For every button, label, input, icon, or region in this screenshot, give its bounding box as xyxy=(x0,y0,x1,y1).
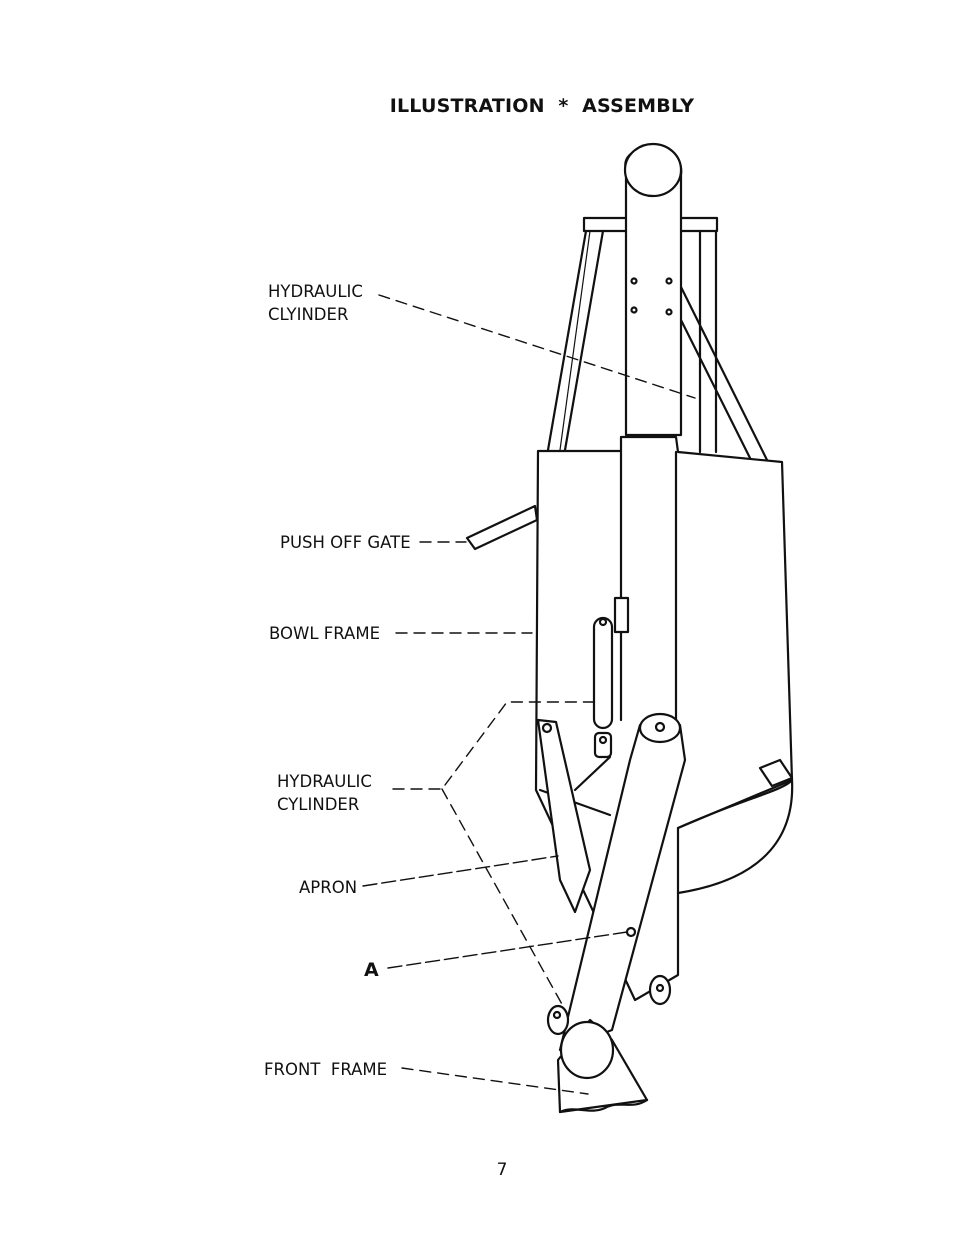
label-front-frame: FRONT FRAME xyxy=(264,1060,388,1079)
page-title: ILLUSTRATION * ASSEMBLY xyxy=(389,95,695,117)
label-push-off-gate: PUSH OFF GATE xyxy=(280,533,411,552)
leader-point-a xyxy=(387,931,628,969)
leader-hydraulic-cylinder-top xyxy=(378,294,696,399)
label-line-1: HYDRAULIC xyxy=(268,282,363,301)
label-line-2: CYLINDER xyxy=(277,795,360,814)
leader-front-frame xyxy=(401,1067,589,1095)
label-hydraulic-cylinder-mid: HYDRAULIC CYLINDER xyxy=(277,770,372,816)
label-apron: APRON xyxy=(299,878,358,897)
label-line-2: CLYINDER xyxy=(268,305,349,324)
leader-lines xyxy=(378,294,696,1095)
label-bowl-frame: BOWL FRAME xyxy=(269,624,381,643)
bowl-cylinder xyxy=(573,596,630,792)
label-point-a: A xyxy=(364,959,379,981)
push-off-gate xyxy=(465,504,539,551)
leader-hydraulic-cylinder-mid-lower xyxy=(441,788,569,1016)
main-beam xyxy=(623,142,683,437)
apron xyxy=(536,718,794,914)
page-number: 7 xyxy=(496,1160,508,1180)
label-line-1: HYDRAULIC xyxy=(277,772,372,791)
leader-apron xyxy=(362,855,559,887)
front-frame xyxy=(546,712,687,1114)
leader-hydraulic-cylinder-mid xyxy=(392,701,596,790)
label-hydraulic-cylinder-top: HYDRAULIC CLYINDER xyxy=(268,280,363,326)
leader-lines-solid xyxy=(362,855,628,969)
